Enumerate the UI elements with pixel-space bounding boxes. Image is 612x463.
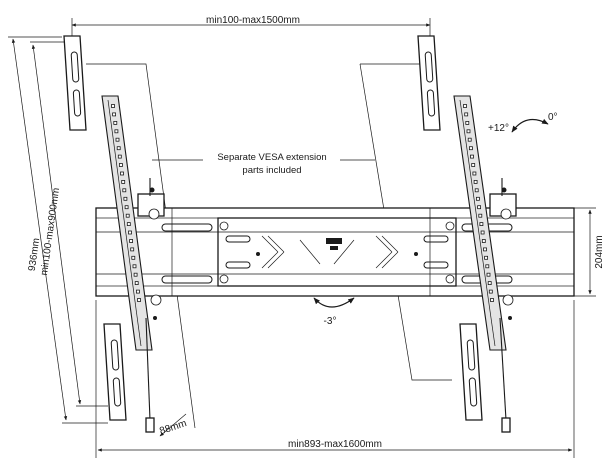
bracket-hole: [481, 239, 486, 243]
wall-offset-label: 88mm: [158, 418, 188, 437]
bracket-hole: [133, 272, 138, 277]
top-width-label: min100-max1500mm: [206, 15, 300, 26]
tilt-up-indicator: +12° 0°: [488, 112, 558, 134]
vesa-note-line2: parts included: [242, 165, 301, 176]
right-upper-extension: [417, 35, 441, 131]
bracket-hole: [474, 188, 479, 193]
bracket-hole: [486, 272, 491, 277]
bracket-hole: [124, 205, 129, 210]
bottom-width-dimension: min893-max1600mm: [95, 300, 575, 458]
bracket-hole: [137, 298, 141, 302]
bracket-hole: [128, 230, 132, 235]
bracket-hole: [488, 289, 493, 294]
bracket-hole: [113, 121, 118, 125]
bracket-hole: [126, 222, 131, 227]
bracket-hole: [485, 264, 490, 269]
bracket-hole: [125, 213, 130, 218]
bracket-hole: [121, 179, 126, 184]
bracket-hole: [473, 179, 478, 184]
wall-rail-assembly: [95, 207, 575, 297]
bottom-width-label: min893-max1600mm: [288, 439, 382, 450]
bracket-hole: [135, 289, 140, 294]
top-width-dimension: min100-max1500mm: [71, 15, 431, 36]
wall-offset-dimension: 88mm: [158, 413, 188, 437]
left-upper-extension: [63, 35, 87, 131]
bracket-hole: [470, 154, 474, 159]
inner-height-label: min100-max900mm: [39, 187, 62, 276]
left-lower-extension: [103, 323, 127, 421]
vesa-callout-lines: [86, 63, 452, 429]
bracket-hole: [479, 222, 484, 227]
bracket-hole: [478, 213, 483, 218]
brand-badge: [326, 238, 342, 250]
bracket-hole: [132, 264, 137, 269]
rail-height-label: 204mm: [594, 235, 605, 268]
bracket-hole: [487, 281, 492, 286]
bracket-hole: [134, 281, 139, 286]
bracket-hole: [119, 163, 123, 167]
right-bracket-arm: [453, 95, 517, 433]
tilt-zero-label: 0°: [548, 112, 558, 123]
rail-height-dimension: 204mm: [574, 207, 605, 297]
bracket-hole: [117, 154, 122, 159]
bracket-hole: [120, 171, 124, 176]
overall-height-dimension: 936mm: [8, 36, 108, 424]
bracket-hole: [129, 239, 134, 243]
bracket-hole: [466, 129, 471, 134]
tilt-up-label: +12°: [488, 123, 509, 134]
bracket-hole: [471, 163, 476, 167]
vesa-note-line1: Separate VESA extension: [217, 152, 326, 163]
right-lower-extension: [459, 323, 483, 421]
bracket-hole: [475, 196, 480, 201]
left-bracket-arm: [101, 95, 165, 433]
bracket-hole: [123, 196, 128, 201]
bracket-hole: [465, 121, 470, 125]
bracket-hole: [468, 146, 473, 151]
bracket-hole: [464, 112, 469, 117]
bracket-hole: [112, 112, 116, 117]
bracket-hole: [467, 137, 472, 142]
bracket-hole: [480, 230, 485, 235]
bracket-hole: [490, 298, 494, 302]
tilt-down-label: -3°: [324, 316, 337, 327]
bracket-hole: [122, 188, 127, 193]
bracket-hole: [130, 247, 135, 252]
bracket-hole: [483, 247, 487, 252]
bracket-hole: [116, 146, 121, 151]
bracket-hole: [477, 205, 482, 210]
bracket-hole: [111, 104, 115, 108]
bracket-hole: [115, 137, 120, 142]
bracket-hole: [472, 171, 477, 176]
bracket-hole: [114, 129, 119, 134]
tilt-down-indicator: -3°: [313, 297, 355, 327]
bracket-hole: [131, 255, 136, 260]
bracket-hole: [463, 104, 467, 108]
bracket-hole: [484, 255, 489, 260]
